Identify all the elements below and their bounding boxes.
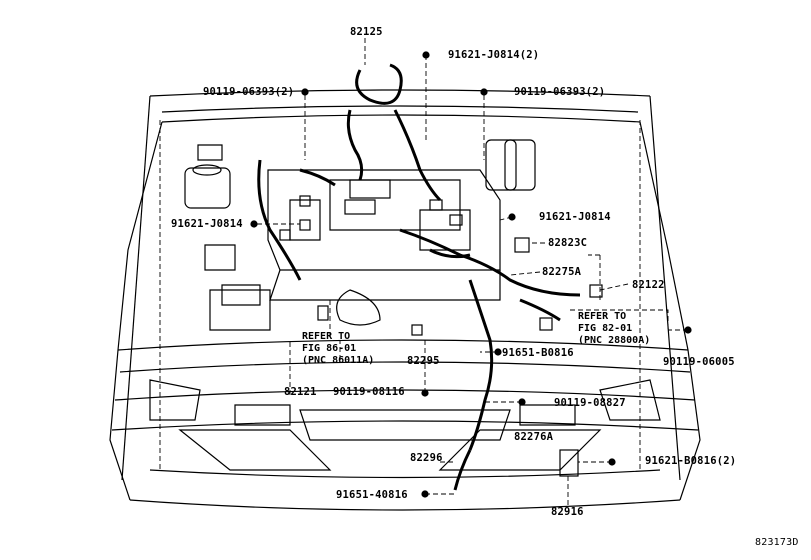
callout-91621-j0814-left: 91621-J0814 xyxy=(171,218,243,230)
diagram-id: 823173D xyxy=(755,537,799,548)
callout-90119-08827: 90119-08827 xyxy=(554,397,626,409)
refer-right-line1: REFER TO xyxy=(578,311,627,322)
callout-82275a: 82275A xyxy=(542,266,582,278)
callout-82296: 82296 xyxy=(410,452,443,464)
callout-91651-b0816: 91651-B0816 xyxy=(502,347,574,359)
engine-block xyxy=(209,169,501,331)
callout-90119-06005: 90119-06005 xyxy=(663,356,735,368)
refer-left-line3: (PNC 86011A) xyxy=(302,355,375,366)
callout-91651-40816: 91651-40816 xyxy=(336,489,408,501)
connectors xyxy=(279,179,603,477)
bolts xyxy=(250,51,692,498)
refer-right-line2: FIG 82-01 xyxy=(578,323,633,334)
callout-82121: 82121 xyxy=(284,386,317,398)
callout-82122: 82122 xyxy=(632,279,665,291)
wire-harness xyxy=(257,63,581,491)
refer-right-line3: (PNC 28800A) xyxy=(578,335,651,346)
callout-82823c: 82823C xyxy=(548,237,588,249)
reservoirs xyxy=(184,139,536,271)
callout-90119-06393-right: 90119-06393(2) xyxy=(514,86,606,98)
callout-91621-b0816-2: 91621-B0816(2) xyxy=(645,455,737,467)
callout-91621-j0814-2: 91621-J0814(2) xyxy=(448,49,540,61)
callout-90119-06393-left: 90119-06393(2) xyxy=(203,86,295,98)
refer-to-fig-86-01: REFER TO FIG 86-01 (PNC 86011A) xyxy=(302,331,374,367)
callout-82125: 82125 xyxy=(350,26,383,38)
callout-82295: 82295 xyxy=(407,355,440,367)
callout-91621-j0814-right: 91621-J0814 xyxy=(539,211,611,223)
refer-left-line2: FIG 86-01 xyxy=(302,343,357,354)
body-outline xyxy=(109,114,701,511)
callout-90119-08116: 90119-08116 xyxy=(333,386,405,398)
callout-82276a: 82276A xyxy=(514,431,554,443)
refer-left-line1: REFER TO xyxy=(302,331,351,342)
callout-82916: 82916 xyxy=(551,506,584,518)
battery xyxy=(221,284,261,306)
leader-lines xyxy=(159,38,688,505)
refer-to-fig-82-01: REFER TO FIG 82-01 (PNC 28800A) xyxy=(578,311,650,347)
